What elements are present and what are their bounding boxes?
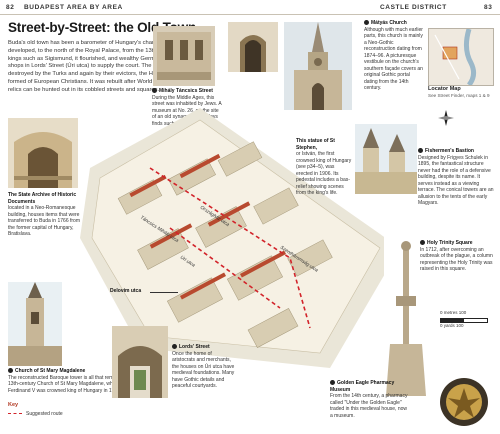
fishermens-bastion-photo: [355, 124, 417, 194]
magdalene-title: Church of St Mary Magdalene: [15, 368, 86, 374]
right-page-number: 83: [484, 4, 493, 11]
bullet-icon: [418, 148, 423, 154]
archives-title: The State Archive of Historic Documents: [8, 192, 77, 205]
left-section-title: BUDAPEST AREA BY AREA: [24, 4, 123, 11]
stephen-caption: This statue of St Stephen, or István, th…: [296, 138, 352, 197]
callout-delovim: Delovim utca: [110, 288, 142, 294]
bullet-icon: [172, 344, 177, 350]
compass-icon: [438, 110, 454, 126]
lords-title: Lords' Street: [179, 344, 210, 350]
bullet-icon: [330, 380, 335, 386]
lords-street-photo: [112, 326, 168, 398]
magdalene-caption: Church of St Mary Magdalene The reconstr…: [8, 368, 148, 394]
locator-subtitle: See Street Finder, maps 1 & 9: [428, 93, 490, 98]
tancsics-title: Mihály Táncsics Street: [159, 88, 213, 94]
trinity-caption: Holy Trinity Square In 1712, after overc…: [420, 240, 496, 273]
lords-text: Once the home of aristocrats and merchan…: [172, 350, 235, 390]
holy-trinity-column-photo: [384, 236, 428, 396]
golden-eagle-sign-photo: [438, 376, 490, 428]
matyas-church-photo: [284, 22, 352, 110]
route-line-icon: [8, 413, 22, 415]
tancsics-photo: [153, 26, 215, 86]
page-title: Street-by-Street: the Old Town: [8, 20, 197, 35]
key-title: Key: [8, 402, 19, 408]
street-map-illustration: Táncsics Mihály utca Országház utca Úri …: [80, 98, 410, 378]
page-header: 82 BUDAPEST AREA BY AREA CASTLE DISTRICT…: [0, 0, 500, 15]
locator-map: [428, 28, 494, 87]
bastion-title: Fishermen's Bastion: [425, 148, 474, 154]
key-row: Suggested route: [8, 411, 63, 417]
eagle-title: Golden Eagle Pharmacy Museum: [330, 380, 395, 393]
intro-paragraph: Buda's old town has been a barometer of …: [8, 40, 208, 93]
left-page-number: 82: [6, 4, 15, 11]
bullet-icon: [420, 240, 425, 246]
scale-label-yards: 0 yards 100: [440, 323, 464, 328]
bullet-icon: [364, 20, 369, 26]
eagle-caption: Golden Eagle Pharmacy Museum From the 14…: [330, 380, 408, 419]
archives-photo: [8, 118, 78, 188]
matyas-title: Mátyás Church: [371, 20, 407, 26]
trinity-text: In 1712, after overcoming an outbreak of…: [420, 246, 493, 273]
archives-caption: The State Archive of Historic Documents …: [8, 192, 80, 238]
right-section-title: CASTLE DISTRICT: [380, 4, 447, 11]
bullet-icon: [8, 368, 13, 374]
stephen-title: This statue of St Stephen,: [296, 138, 335, 151]
bastion-text: Designed by Frigyes Schulek in 1895, the…: [418, 154, 494, 207]
callout-line: [150, 292, 178, 293]
matyas-text: Although with much earlier parts, this c…: [364, 26, 423, 92]
trinity-title: Holy Trinity Square: [427, 240, 473, 246]
scale-label: 0 metres 100: [440, 310, 467, 315]
scale-bar: [440, 318, 488, 323]
eagle-text: From the 14th century, a pharmacy called…: [330, 393, 408, 419]
key-item-label: Suggested route: [26, 411, 63, 417]
archives-text: located in a Neo-Romanesque building, ho…: [8, 205, 80, 237]
magdalene-text: The reconstructed Baroque tower is all t…: [8, 374, 141, 394]
lords-caption: Lords' Street Once the home of aristocra…: [172, 344, 236, 390]
bastion-caption: Fishermen's Bastion Designed by Frigyes …: [418, 148, 496, 207]
stephen-text: or István, the first crowned king of Hun…: [296, 151, 352, 196]
bullet-icon: [152, 88, 157, 94]
doorway-photo: [228, 22, 278, 72]
matyas-caption: Mátyás Church Although with much earlier…: [364, 20, 424, 92]
locator-title: Locator Map: [428, 86, 461, 92]
magdalene-tower-photo: [8, 282, 62, 366]
